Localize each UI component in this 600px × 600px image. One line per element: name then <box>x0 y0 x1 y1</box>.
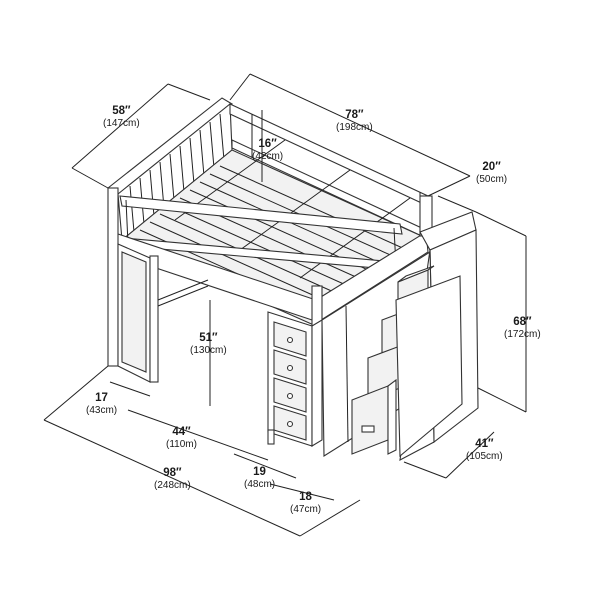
drawer-chest <box>267 311 323 447</box>
left-end-panel <box>117 243 209 383</box>
dim-guardrail-height: 16″ (42cm) <box>252 137 283 164</box>
dim-value: 17 <box>95 392 108 404</box>
dim-value: 98″ <box>163 467 182 479</box>
dim-left-end-depth: 17 (43cm) <box>86 391 117 418</box>
dimension-lines <box>43 73 527 537</box>
dim-value: 51″ <box>199 332 218 344</box>
dim-stair-depth: 41″ (105cm) <box>466 437 503 464</box>
dim-stair-top-depth: 20″ (50cm) <box>476 160 507 187</box>
dim-metric: (47cm) <box>290 504 322 516</box>
dim-value: 78″ <box>345 109 364 121</box>
dim-metric: (50cm) <box>476 174 508 186</box>
dim-under-bed-clearance: 51″ (130cm) <box>190 331 227 358</box>
dim-value: 18 <box>299 491 312 503</box>
dim-metric: (130cm) <box>190 345 227 357</box>
dim-drawer-width: 19 (48cm) <box>244 465 275 492</box>
dim-metric: (110m) <box>166 439 197 451</box>
dim-overall-width: 58″ (147cm) <box>103 104 140 131</box>
dim-metric: (48cm) <box>244 479 276 491</box>
dim-value: 16″ <box>258 138 277 150</box>
front-rail <box>111 231 429 323</box>
dim-value: 41″ <box>475 438 494 450</box>
dim-value: 19 <box>253 466 266 478</box>
dim-metric: (105cm) <box>466 451 503 463</box>
dim-open-span: 44″ (110m) <box>166 425 197 452</box>
dim-metric: (172cm) <box>504 329 541 341</box>
dim-value: 44″ <box>172 426 191 438</box>
dim-value: 68″ <box>513 316 532 328</box>
dim-value: 58″ <box>112 105 131 117</box>
dim-metric: (248cm) <box>154 480 191 492</box>
dim-metric: (43cm) <box>86 405 118 417</box>
dim-metric: (198cm) <box>336 122 373 134</box>
dim-cabinet-width: 18 (47cm) <box>290 490 321 517</box>
dim-metric: (147cm) <box>103 118 140 130</box>
dim-total-length: 98″ (248cm) <box>154 466 191 493</box>
dim-overall-height: 68″ (172cm) <box>504 315 541 342</box>
dim-metric: (42cm) <box>252 151 284 163</box>
staircase <box>351 211 479 461</box>
dim-overall-length: 78″ (198cm) <box>336 108 373 135</box>
dim-value: 20″ <box>482 161 501 173</box>
